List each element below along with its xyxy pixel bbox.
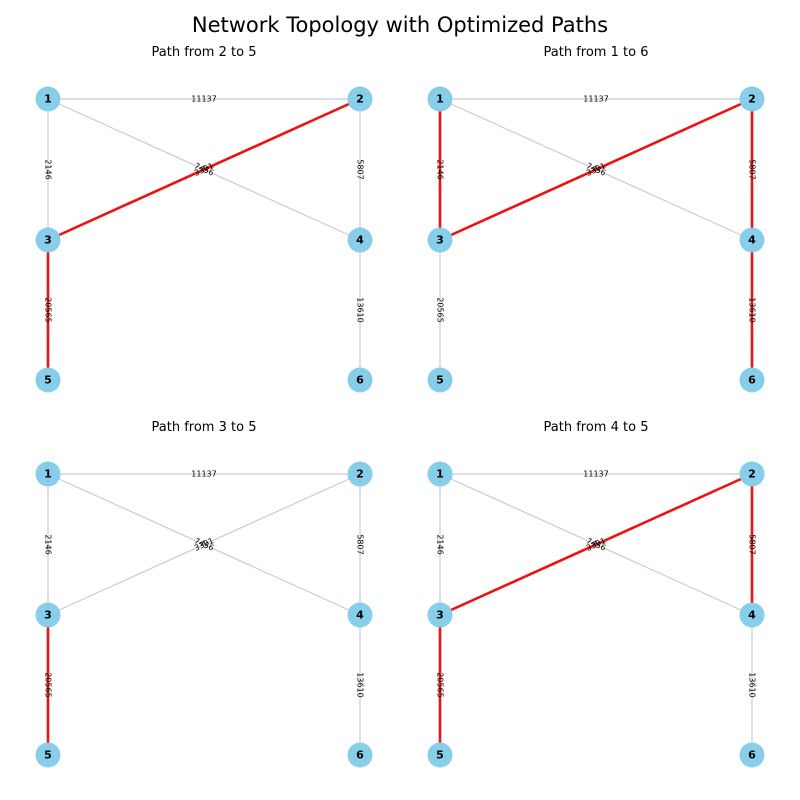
node-1 [427, 86, 453, 112]
node-2 [347, 461, 373, 487]
node-label: 3 [436, 234, 444, 247]
edge-weight-label: 11137 [583, 470, 608, 479]
edge-weight-label: 20565 [436, 672, 445, 697]
node-label: 6 [356, 374, 364, 387]
node-3 [35, 227, 61, 253]
node-6 [347, 367, 373, 393]
edge-2-3-highlighted [439, 97, 753, 242]
edge-weight-label: 20565 [436, 297, 445, 322]
node-label: 3 [44, 234, 52, 247]
panel-title: Path from 2 to 5 [152, 45, 257, 60]
node-3 [35, 602, 61, 628]
node-3 [427, 602, 453, 628]
node-1 [427, 461, 453, 487]
edge-weight-label: 13610 [356, 672, 365, 697]
node-1 [35, 86, 61, 112]
edge-weight-label: 2146 [44, 534, 53, 554]
node-2 [739, 86, 765, 112]
node-3 [427, 227, 453, 253]
figure-title: Network Topology with Optimized Paths [192, 13, 608, 37]
node-6 [739, 742, 765, 768]
edge-weight-label: 20565 [44, 297, 53, 322]
edge-weight-label: 13610 [356, 297, 365, 322]
edge-weight-label: 13610 [748, 297, 757, 322]
node-label: 3 [44, 609, 52, 622]
edge-weight-label: 5807 [748, 159, 757, 179]
node-label: 2 [748, 93, 756, 106]
node-label: 2 [356, 93, 364, 106]
node-6 [739, 367, 765, 393]
node-label: 5 [436, 374, 444, 387]
node-label: 5 [436, 749, 444, 762]
node-label: 6 [356, 749, 364, 762]
edge-weight-label: 5807 [356, 159, 365, 179]
node-5 [427, 742, 453, 768]
node-label: 4 [748, 609, 756, 622]
node-2 [347, 86, 373, 112]
node-label: 6 [748, 374, 756, 387]
node-5 [35, 367, 61, 393]
panel-title: Path from 1 to 6 [544, 45, 649, 60]
edge-weight-label: 13610 [748, 672, 757, 697]
edge-weight-label: 20565 [44, 672, 53, 697]
node-6 [347, 742, 373, 768]
edge-weight-label: 2146 [436, 159, 445, 179]
node-5 [427, 367, 453, 393]
edge-layer [438, 97, 754, 380]
node-label: 1 [44, 468, 52, 481]
edge-weight-label: 2146 [44, 159, 53, 179]
edge-weight-label: 2146 [436, 534, 445, 554]
node-label: 4 [356, 609, 364, 622]
node-4 [739, 227, 765, 253]
panel-title: Path from 3 to 5 [152, 420, 257, 435]
node-label: 4 [748, 234, 756, 247]
node-label: 2 [356, 468, 364, 481]
node-label: 3 [436, 609, 444, 622]
node-label: 5 [44, 749, 52, 762]
node-4 [739, 602, 765, 628]
node-5 [35, 742, 61, 768]
edge-weight-label: 5807 [748, 534, 757, 554]
edge-layer [46, 97, 361, 380]
node-1 [35, 461, 61, 487]
node-label: 1 [436, 93, 444, 106]
edge-2-3-highlighted [47, 97, 361, 242]
node-label: 6 [748, 749, 756, 762]
edge-layer [438, 472, 754, 755]
node-label: 1 [44, 93, 52, 106]
node-label: 4 [356, 234, 364, 247]
edge-weight-label: 11137 [191, 95, 216, 104]
node-2 [739, 461, 765, 487]
edge-layer [46, 473, 361, 755]
edge-2-3 [47, 473, 361, 616]
node-label: 5 [44, 374, 52, 387]
node-4 [347, 602, 373, 628]
edge-weight-label: 5807 [356, 534, 365, 554]
edge-weight-label: 11137 [583, 95, 608, 104]
node-4 [347, 227, 373, 253]
panel-title: Path from 4 to 5 [544, 420, 649, 435]
edge-weight-label: 11137 [191, 470, 216, 479]
node-label: 1 [436, 468, 444, 481]
node-label: 2 [748, 468, 756, 481]
edge-2-3-highlighted [439, 472, 753, 617]
